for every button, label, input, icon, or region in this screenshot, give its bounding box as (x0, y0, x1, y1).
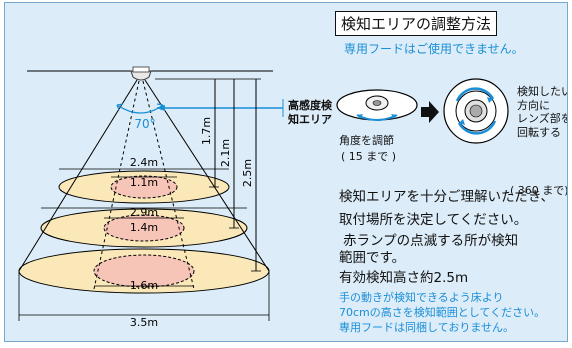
detection-diagram: 70° 1.7m 2.1m 2.5m 2.4m 1.1m 2.9m 1.4m 1… (18, 66, 509, 329)
zone-ellipse-inner-mid (103, 214, 185, 242)
width-outer-label-3: 3.5m (130, 316, 158, 329)
sensor-icon (130, 70, 152, 81)
diagram-panel: 70° 1.7m 2.1m 2.5m 2.4m 1.1m 2.9m 1.4m 1… (4, 2, 568, 342)
zone-ellipse-inner-small (110, 175, 178, 199)
height-label-3: 2.5m (241, 159, 254, 187)
note-line-2: 70cmの高さを検知範囲としてください。 (339, 306, 546, 319)
instruction-line-3: 赤ランプの点滅する所が検知 (343, 233, 519, 249)
rotate-line-1: 検知したい (517, 85, 568, 98)
width-outer-label-2: 2.9m (130, 206, 158, 219)
arrow-icon (421, 101, 439, 123)
instruction-line-2: 取付場所を決定してください。 (339, 212, 528, 228)
width-outer-label-1: 2.4m (130, 156, 158, 169)
cone-line-left (18, 79, 138, 272)
cone-line-right (144, 79, 270, 272)
rotate-instruction: 検知したい 方向に レンズ部を 回転する (517, 85, 568, 139)
width-inner-label-1: 1.1m (130, 176, 158, 189)
rotate-line-2: 方向に (517, 98, 550, 112)
rotate-line-4: 回転する (517, 125, 561, 139)
angle-label: 70° (134, 117, 155, 131)
detection-zone-label: 高感度検知エリア (288, 99, 332, 126)
instruction-line-1: 検知エリアを十分ご理解いただき、 (339, 189, 555, 205)
instruction-line-4: 範囲です。 (339, 250, 406, 266)
section-title: 検知エリアの調整方法 (335, 11, 498, 36)
width-inner-label-2: 1.4m (130, 221, 158, 234)
zone-ellipse-inner-large (93, 254, 195, 288)
angle-adjust-range: ( 15 まで ) (341, 150, 397, 163)
hood-notice: 専用フードはご使用できません。 (344, 42, 524, 56)
width-inner-label-3: 1.6m (130, 279, 158, 292)
rotate-line-3: レンズ部を (517, 112, 568, 125)
note-line-1: 手の動きが検知できるよう床より (339, 291, 504, 304)
rotate-range: ( 360 まで) (510, 184, 568, 197)
note-line-3: 専用フードは同梱しておりません。 (339, 321, 515, 334)
angle-arc (116, 104, 164, 114)
height-label-2: 2.1m (219, 139, 232, 167)
height-label-1: 1.7m (200, 117, 213, 145)
angle-adjust-label: 角度を調節 (339, 134, 394, 147)
instruction-line-5: 有効検知高さ約2.5m (339, 270, 469, 286)
